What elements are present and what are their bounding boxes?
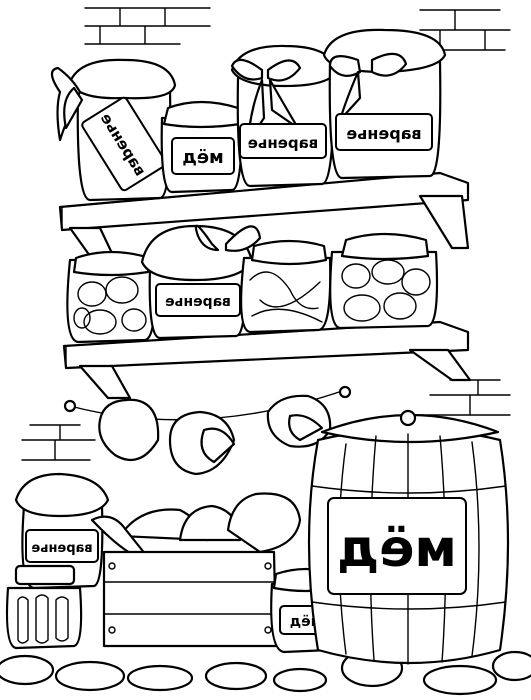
jam-label-3: варенье: [346, 124, 421, 143]
honey-label-1: мёд: [182, 147, 223, 168]
vegetable-crate: [90, 492, 302, 648]
jam-label-4: варенье: [165, 294, 231, 310]
honey-jar-top: мёд: [160, 100, 244, 194]
cucumber-jar-middle: [240, 239, 332, 334]
barrel-label: мёд: [337, 519, 457, 579]
jam-jar-middle: варенье: [140, 224, 262, 340]
jam-jar-top-right: варенье: [322, 28, 447, 180]
jam-label-5: варенье: [31, 541, 92, 556]
dried-mushroom-string: [63, 385, 352, 476]
mushroom-jar-right: [329, 232, 439, 330]
jam-label-2: варенье: [248, 134, 319, 152]
brick-wall: [21, 7, 511, 461]
jam-jar-bottom: варенье: [14, 472, 110, 590]
jam-jar-top-left: варенье: [50, 58, 177, 202]
honey-barrel: мёд: [307, 409, 510, 665]
cucumber-jar-small: [5, 564, 83, 650]
mushroom-jar-left: [66, 250, 157, 344]
jam-jar-top-middle: варенье: [230, 44, 340, 188]
